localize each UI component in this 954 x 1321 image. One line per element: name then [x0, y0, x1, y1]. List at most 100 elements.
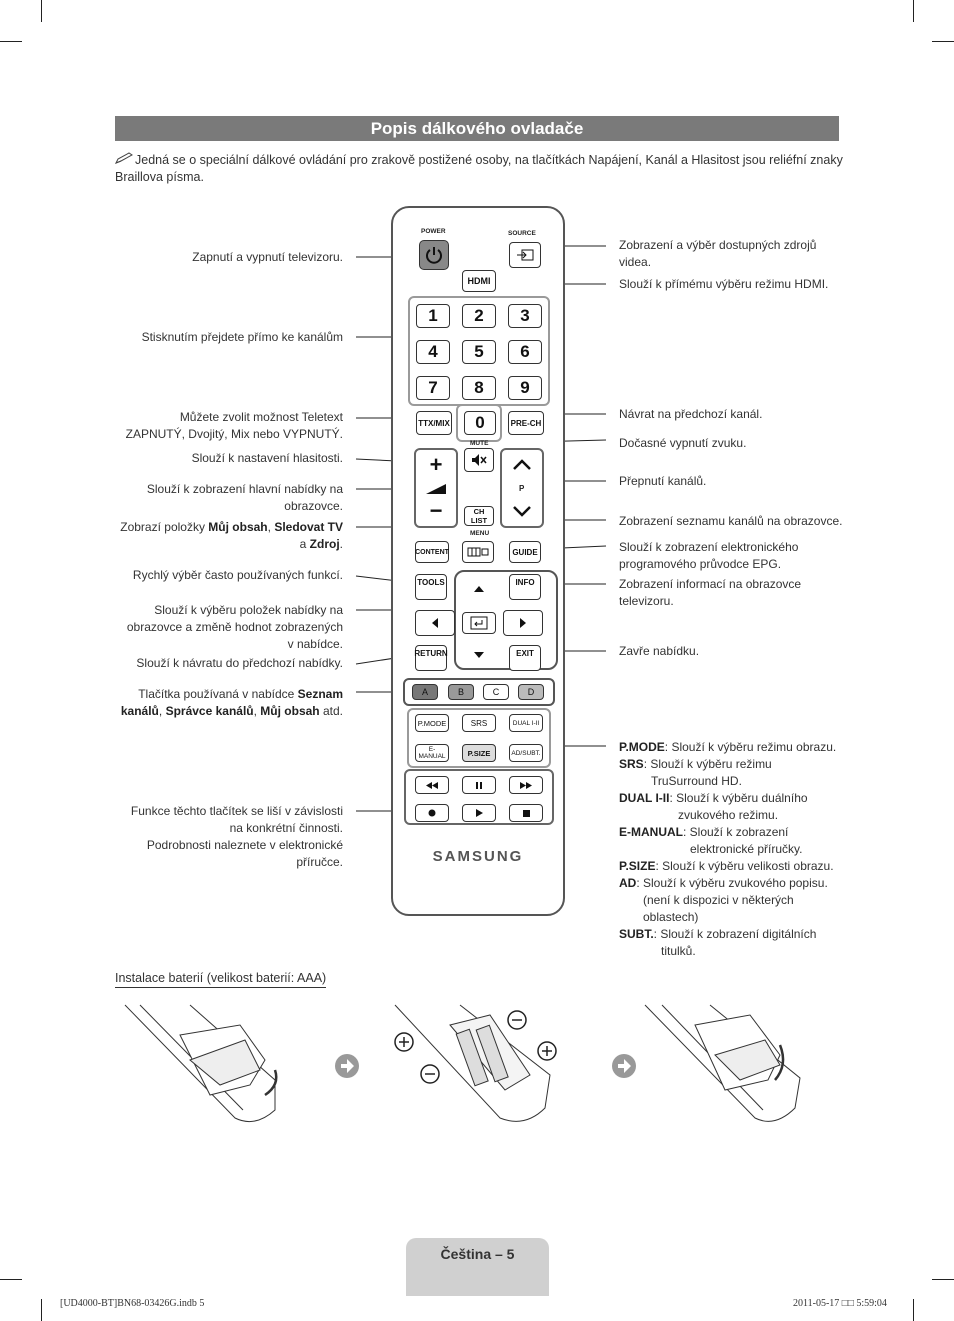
pre-ch-button[interactable]: PRE-CH — [508, 411, 544, 435]
label-bold: P.MODE — [619, 740, 665, 754]
ad-subt-button[interactable]: AD/SUBT. — [509, 744, 543, 762]
channel-down-button[interactable] — [504, 500, 540, 522]
mute-label: MUTE — [470, 440, 489, 447]
label-chlist: Zobrazení seznamu kanálů na obrazovce. — [619, 514, 843, 528]
label-text: (není k dispozici v některých — [643, 893, 794, 907]
p-mode-button[interactable]: P.MODE — [415, 714, 449, 732]
label-channel: Přepnutí kanálů. — [619, 474, 707, 488]
label-content: Zobrazí položky Můj obsah, Sledovat TV a… — [120, 519, 343, 553]
label-text: a — [299, 537, 310, 551]
digit-7-button[interactable]: 7 — [416, 376, 450, 400]
pause-icon — [476, 781, 482, 789]
label-menu-line: Slouží k zobrazení hlavní nabídky na — [146, 482, 343, 496]
guide-button[interactable]: GUIDE — [509, 541, 541, 563]
right-arrow-button[interactable] — [503, 610, 543, 636]
samsung-logo: SAMSUNG — [432, 848, 524, 865]
enter-icon — [470, 616, 488, 630]
volume-down-button[interactable]: − — [418, 498, 454, 523]
srs-button[interactable]: SRS — [462, 714, 496, 732]
battery-step-1-illustration — [124, 1004, 278, 1123]
ch-list-button[interactable]: CH LIST — [464, 506, 494, 526]
color-buttons-group — [403, 678, 555, 706]
label-bold: E-MANUAL — [619, 825, 683, 839]
crop-mark — [932, 1279, 954, 1280]
enter-button[interactable] — [462, 612, 496, 634]
channel-up-button[interactable] — [504, 454, 540, 476]
exit-button[interactable]: EXIT — [509, 645, 541, 671]
label-source: Zobrazení a výběr dostupných zdrojů vide… — [619, 237, 816, 271]
digit-6-button[interactable]: 6 — [508, 340, 542, 364]
label-media: Funkce těchto tlačítek se liší v závislo… — [131, 803, 343, 871]
chevron-up-icon — [513, 459, 531, 470]
hdmi-button[interactable]: HDMI — [462, 270, 496, 292]
label-bold: Můj obsah — [208, 520, 268, 534]
label-bold: P.SIZE — [619, 859, 656, 873]
power-label: POWER — [421, 228, 446, 235]
label-text: zvukového režimu. — [678, 808, 779, 822]
left-arrow-button[interactable] — [415, 610, 455, 636]
digit-4-button[interactable]: 4 — [416, 340, 450, 364]
color-b-button[interactable]: B — [448, 684, 474, 700]
label-mute: Dočasné vypnutí zvuku. — [619, 436, 747, 450]
pencil-icon — [114, 152, 135, 169]
digit-2-button[interactable]: 2 — [462, 304, 496, 328]
page-number-tab: Čeština – 5 — [406, 1238, 549, 1296]
function-buttons-group — [407, 708, 551, 768]
return-button[interactable]: RETURN — [414, 645, 448, 671]
digit-5-button[interactable]: 5 — [462, 340, 496, 364]
label-menu: Slouží k zobrazení hlavní nabídky na obr… — [147, 481, 343, 515]
label-text: : Slouží k výběru režimu obrazu. — [664, 740, 837, 754]
ttx-mix-button[interactable]: TTX/MIX — [416, 411, 452, 435]
crop-mark — [0, 41, 22, 42]
fast-forward-icon — [520, 781, 532, 789]
e-manual-button[interactable]: E-MANUAL — [415, 744, 449, 762]
digit-1-button[interactable]: 1 — [416, 304, 450, 328]
info-button[interactable]: INFO — [509, 574, 541, 600]
label-text: Zobrazí položky — [120, 520, 209, 534]
label-nav: Slouží k výběru položek nabídky na obraz… — [127, 602, 343, 653]
rewind-button[interactable] — [415, 776, 449, 794]
menu-button[interactable] — [462, 541, 494, 563]
arrow-right-circle-icon — [611, 1053, 637, 1084]
digit-9-button[interactable]: 9 — [508, 376, 542, 400]
digit-8-button[interactable]: 8 — [462, 376, 496, 400]
label-bold: DUAL I-II — [619, 791, 670, 805]
down-arrow-button[interactable] — [463, 642, 495, 668]
power-icon — [426, 247, 442, 264]
battery-title: Instalace baterií (velikost baterií: AAA… — [115, 971, 327, 988]
color-a-button[interactable]: A — [412, 684, 438, 700]
label-text: , — [158, 704, 166, 718]
p-size-button[interactable]: P.SIZE — [462, 744, 496, 762]
tools-button[interactable]: TOOLS — [415, 574, 447, 600]
pause-button[interactable] — [462, 776, 496, 794]
record-button[interactable] — [415, 804, 449, 822]
color-c-button[interactable]: C — [483, 684, 509, 700]
crop-mark — [913, 0, 914, 22]
label-bold: Sledovat TV — [274, 520, 343, 534]
play-button[interactable] — [462, 804, 496, 822]
fast-forward-button[interactable] — [509, 776, 543, 794]
mute-button[interactable] — [464, 448, 494, 472]
label-text: TruSurround HD. — [651, 774, 742, 788]
power-button[interactable] — [419, 240, 449, 270]
volume-up-button[interactable]: + — [418, 452, 454, 477]
digit-0-button[interactable]: 0 — [464, 411, 496, 435]
dual-button[interactable]: DUAL I-II — [509, 714, 543, 732]
label-menu-line: obrazovce. — [284, 499, 343, 513]
source-label: SOURCE — [508, 230, 536, 237]
label-text: : Slouží k výběru velikosti obrazu. — [655, 859, 834, 873]
volume-icon — [425, 482, 447, 500]
up-arrow-button[interactable] — [463, 576, 495, 602]
label-guide-line: Slouží k zobrazení elektronického — [619, 540, 799, 554]
label-text: , — [253, 704, 261, 718]
digit-3-button[interactable]: 3 — [508, 304, 542, 328]
stop-button[interactable] — [509, 804, 543, 822]
content-button[interactable]: CONTENT — [415, 541, 449, 563]
label-tools: Rychlý výběr často používaných funkcí. — [132, 568, 343, 582]
color-d-button[interactable]: D — [518, 684, 544, 700]
navigation-group — [454, 570, 558, 670]
page-title: Popis dálkového ovladače — [115, 116, 839, 141]
label-ttx-line: Můžete zvolit možnost Teletext — [179, 410, 343, 424]
source-button[interactable] — [509, 242, 541, 268]
arrow-down-icon — [474, 652, 484, 658]
